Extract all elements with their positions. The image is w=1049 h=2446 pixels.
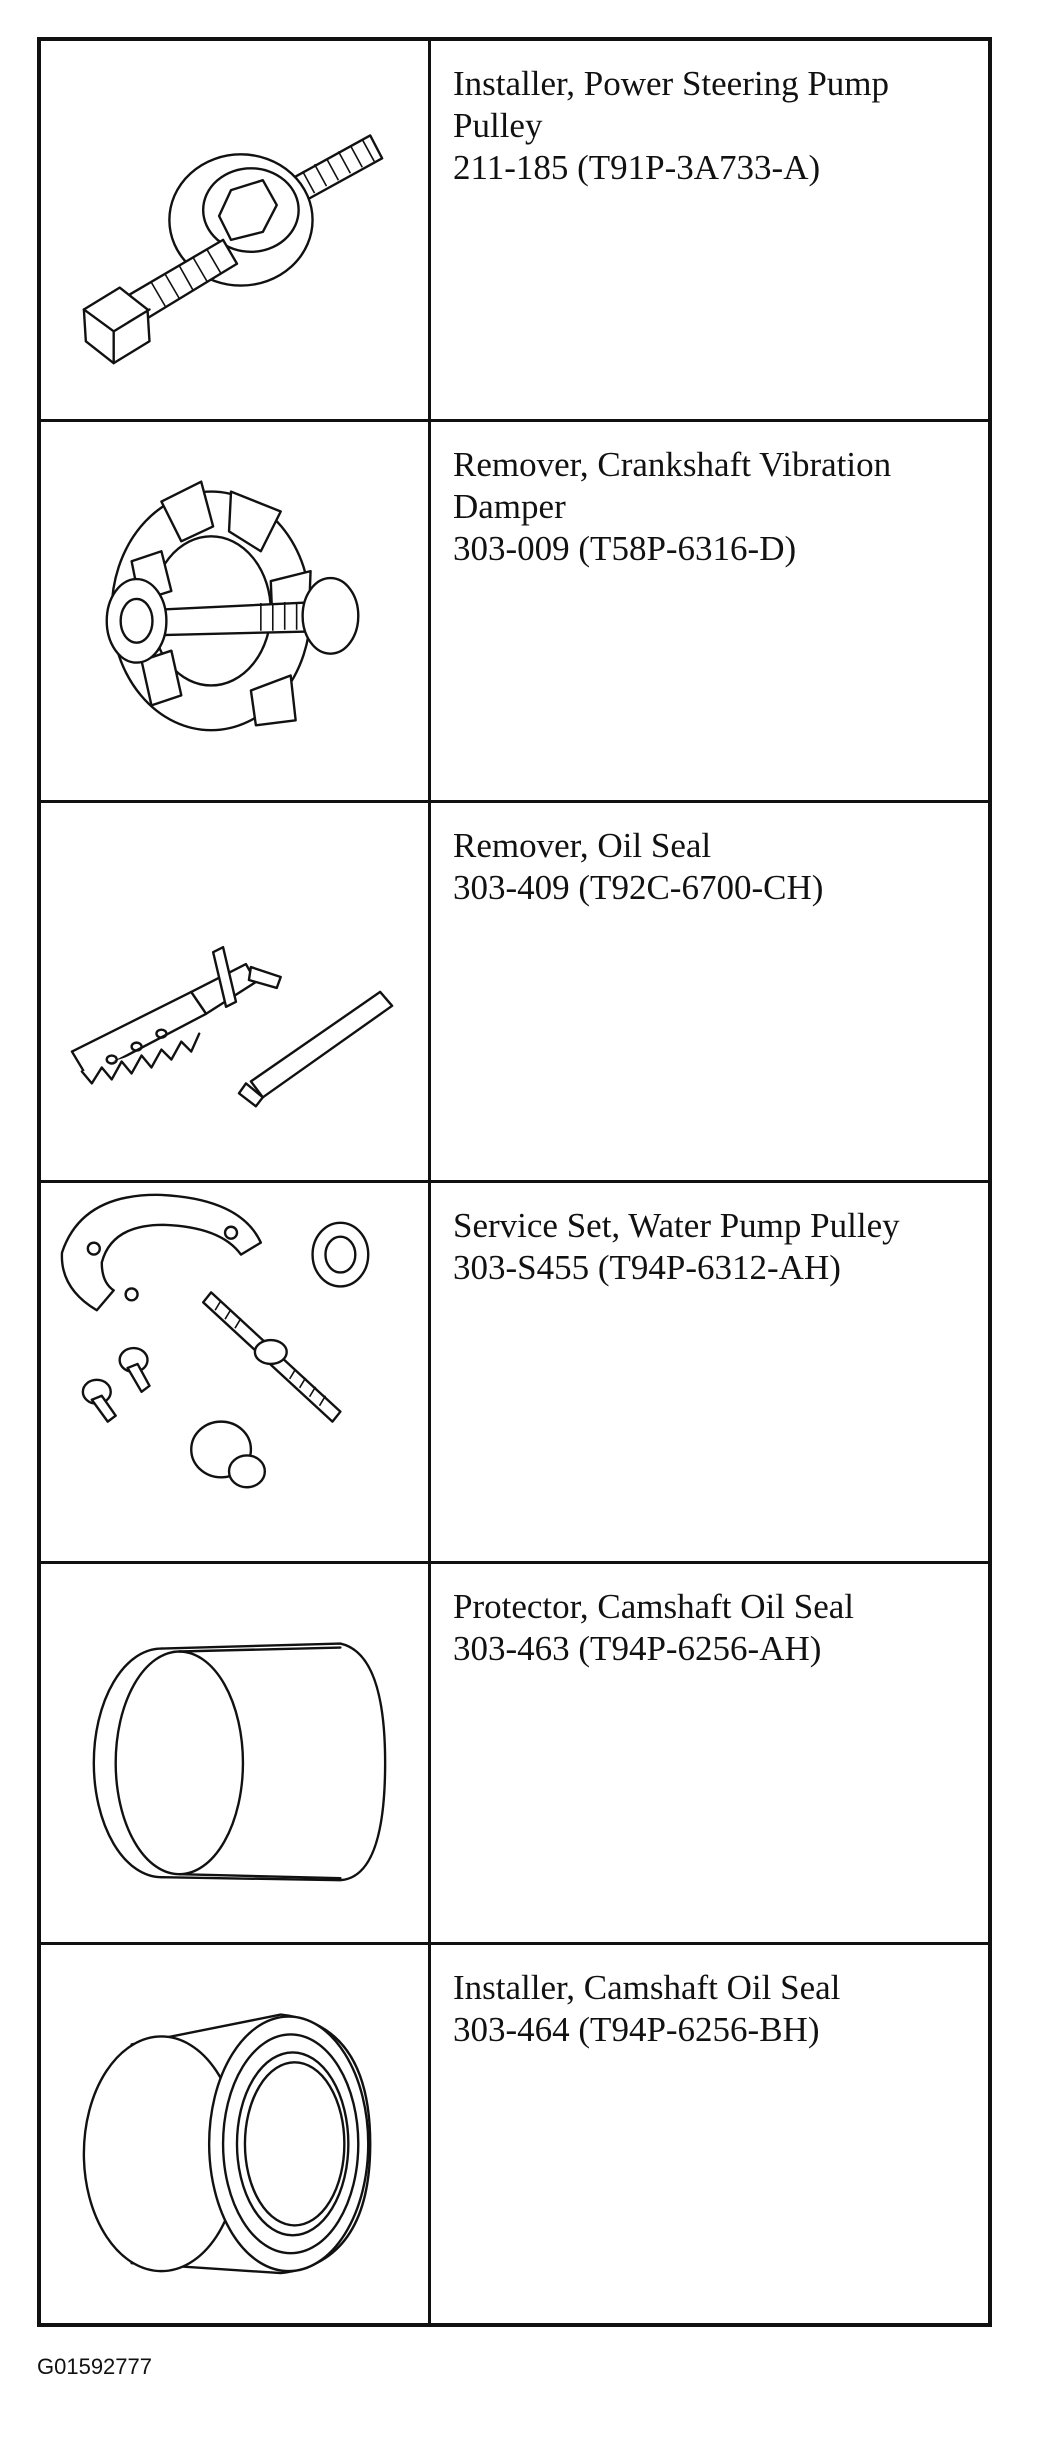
- pulley-installer-illustration: [41, 41, 431, 419]
- tool-row: Remover, Oil Seal 303-409 (T92C-6700-CH): [41, 802, 988, 1184]
- special-tools-table: Installer, Power Steering Pump Pulley 21…: [37, 37, 992, 2327]
- camshaft-seal-installer-illustration: [41, 1945, 431, 2323]
- tool-description: Installer, Power Steering Pump Pulley 21…: [431, 41, 988, 419]
- service-set-icon: [60, 1194, 370, 1489]
- tool-name: Remover, Oil Seal: [453, 825, 712, 865]
- tool-row: Service Set, Water Pump Pulley 303-S455 …: [41, 1183, 988, 1565]
- tool-name: Protector, Camshaft Oil Seal: [453, 1587, 855, 1627]
- pulley-installer-icon: [82, 134, 384, 365]
- vibration-damper-remover-illustration: [41, 421, 431, 800]
- water-pump-pulley-set-illustration: [41, 1183, 431, 1562]
- tool-row: Protector, Camshaft Oil Seal 303-463 (T9…: [41, 1564, 988, 1946]
- tool-name: Installer, Power Steering Pump Pulley: [453, 64, 898, 145]
- damper-remover-icon: [105, 480, 360, 732]
- tool-part-number: 303-409 (T92C-6700-CH): [453, 867, 824, 907]
- tool-part-number: 303-464 (T94P-6256-BH): [453, 2010, 820, 2050]
- tool-description: Protector, Camshaft Oil Seal 303-463 (T9…: [431, 1564, 988, 1942]
- oil-seal-remover-icon: [70, 945, 394, 1108]
- tool-name: Remover, Crankshaft Vibration Damper: [453, 444, 900, 526]
- tool-description: Remover, Crankshaft Vibration Damper 303…: [431, 422, 988, 800]
- tool-part-number: 303-009 (T58P-6316-D): [453, 528, 797, 568]
- tool-row: Installer, Camshaft Oil Seal 303-464 (T9…: [41, 1945, 988, 2323]
- tool-description: Remover, Oil Seal 303-409 (T92C-6700-CH): [431, 803, 988, 1181]
- tool-description: Service Set, Water Pump Pulley 303-S455 …: [431, 1183, 988, 1561]
- tool-name: Service Set, Water Pump Pulley: [453, 1206, 900, 1246]
- tool-row: Installer, Power Steering Pump Pulley 21…: [41, 41, 988, 422]
- tool-part-number: 211-185 (T91P-3A733-A): [453, 148, 821, 187]
- seal-protector-icon: [92, 1642, 387, 1882]
- figure-id: G01592777: [37, 2354, 152, 2379]
- camshaft-seal-protector-illustration: [41, 1564, 431, 1943]
- tool-row: Remover, Crankshaft Vibration Damper 303…: [41, 421, 988, 803]
- tool-part-number: 303-S455 (T94P-6312-AH): [453, 1248, 841, 1288]
- tool-description: Installer, Camshaft Oil Seal 303-464 (T9…: [431, 1945, 988, 2323]
- tool-name: Installer, Camshaft Oil Seal: [453, 1968, 841, 2008]
- oil-seal-remover-illustration: [41, 802, 431, 1181]
- seal-installer-icon: [82, 2013, 372, 2275]
- tool-part-number: 303-463 (T94P-6256-AH): [453, 1629, 822, 1669]
